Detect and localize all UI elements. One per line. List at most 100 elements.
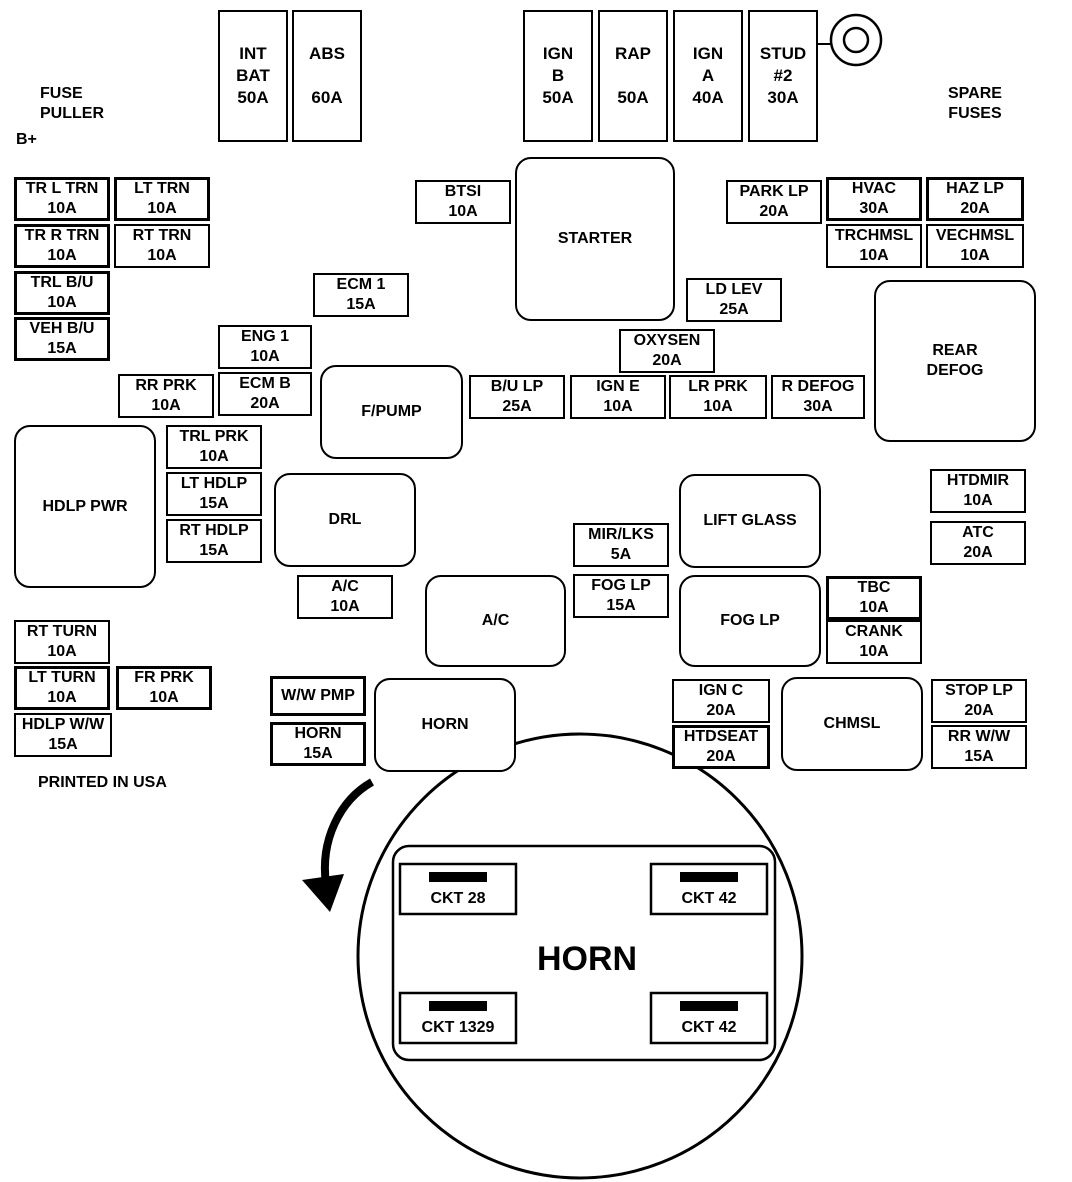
crank-label-1: CRANK xyxy=(845,623,903,640)
ign-e-label-2: 10A xyxy=(603,398,633,415)
fuse-puller-label: FUSE PULLER xyxy=(40,84,104,124)
rt-hdlp-label-1: RT HDLP xyxy=(179,522,249,539)
veh-b-u-label-1: VEH B/U xyxy=(29,320,95,337)
hdlp-w-w-label-1: HDLP W/W xyxy=(21,716,105,733)
stud-2-label-1: STUD xyxy=(759,44,807,63)
ecm-b-label-1: ECM B xyxy=(239,375,291,392)
f-pump-label-1: F/PUMP xyxy=(361,403,422,420)
stud-2-label-3: 30A xyxy=(767,88,799,107)
tr-l-trn-label-1: TR L TRN xyxy=(25,180,99,197)
lt-trn-label-1: LT TRN xyxy=(134,180,190,197)
detail-title: HORN xyxy=(537,940,637,978)
hvac-label-2: 30A xyxy=(859,200,889,217)
rap-label-2 xyxy=(631,65,636,87)
rear-defog-label-1: REAR xyxy=(932,342,978,359)
oxysen-label-1: OXYSEN xyxy=(633,332,701,349)
detail-terminal-blade-1 xyxy=(429,872,487,882)
rt-hdlp-fuse: RT HDLP 15A xyxy=(166,519,262,563)
fr-prk-label-1: FR PRK xyxy=(134,669,194,686)
fog-lp-relay-label-1: FOG LP xyxy=(720,612,780,629)
rear-defog-label-2: DEFOG xyxy=(926,362,984,379)
lift-glass-relay: LIFT GLASS xyxy=(679,474,821,568)
park-lp-label-1: PARK LP xyxy=(739,183,809,200)
hdlp-pwr-label-1: HDLP PWR xyxy=(42,497,128,515)
hdlp-w-w-label-2: 15A xyxy=(48,736,78,753)
spare-fuses-line-1: SPARE xyxy=(948,85,1002,102)
trl-prk-fuse: TRL PRK 10A xyxy=(166,425,262,469)
mir-lks-label-2: 5A xyxy=(610,546,632,563)
int-bat-label-1: INT xyxy=(239,44,267,63)
trl-prk-label-2: 10A xyxy=(199,448,229,465)
trchmsl-label-1: TRCHMSL xyxy=(834,227,914,244)
w-w-pmp-fuse: W/W PMP xyxy=(270,676,366,716)
stud-2-label-2: #2 xyxy=(773,66,793,85)
ign-c-label-2: 20A xyxy=(706,702,736,719)
a-c-fuse-label-2: 10A xyxy=(330,598,360,615)
ld-lev-label-1: LD LEV xyxy=(705,281,763,298)
hvac-fuse: HVAC 30A xyxy=(826,177,922,221)
chmsl-relay: CHMSL xyxy=(781,677,923,771)
lt-trn-label-2: 10A xyxy=(147,200,177,217)
b-plus-label: B+ xyxy=(16,131,37,148)
stud-2-fuse: STUD #2 30A xyxy=(748,10,818,142)
abs-fuse: ABS 60A xyxy=(292,10,362,142)
lt-hdlp-label-1: LT HDLP xyxy=(180,475,248,492)
lt-trn-fuse: LT TRN 10A xyxy=(114,177,210,221)
fog-lp-fuse-label-1: FOG LP xyxy=(591,577,651,594)
ld-lev-label-2: 25A xyxy=(719,301,749,318)
mir-lks-label-1: MIR/LKS xyxy=(588,526,654,543)
ign-a-label-1: IGN xyxy=(692,44,724,63)
ign-b-label-3: 50A xyxy=(542,88,574,107)
oxysen-fuse: OXYSEN 20A xyxy=(619,329,715,373)
lr-prk-label-2: 10A xyxy=(703,398,733,415)
b-u-lp-label-1: B/U LP xyxy=(490,378,544,395)
detail-terminal-label-4: CKT 42 xyxy=(681,1019,736,1036)
tr-r-trn-label-1: TR R TRN xyxy=(24,227,100,244)
a-c-relay-relay: A/C xyxy=(425,575,566,667)
a-c-relay-label-1: A/C xyxy=(481,612,510,629)
rt-turn-label-1: RT TURN xyxy=(26,623,98,640)
lt-hdlp-label-2: 15A xyxy=(199,495,229,512)
htdseat-label-1: HTDSEAT xyxy=(683,728,759,745)
horn-relay-relay: HORN xyxy=(374,678,516,772)
ign-c-label-1: IGN C xyxy=(698,682,744,699)
rr-prk-label-1: RR PRK xyxy=(135,377,197,394)
rr-prk-label-2: 10A xyxy=(151,397,181,414)
horn-relay-label-1: HORN xyxy=(421,716,469,733)
oxysen-label-2: 20A xyxy=(652,352,682,369)
hdlp-w-w-fuse: HDLP W/W 15A xyxy=(14,713,112,757)
ld-lev-fuse: LD LEV 25A xyxy=(686,278,782,322)
trl-prk-label-1: TRL PRK xyxy=(179,428,249,445)
rt-hdlp-label-2: 15A xyxy=(199,542,229,559)
mir-lks-fuse: MIR/LKS 5A xyxy=(573,523,669,567)
trl-b-u-label-2: 10A xyxy=(47,294,77,311)
rr-prk-fuse: RR PRK 10A xyxy=(118,374,214,418)
hdlp-pwr-relay: HDLP PWR xyxy=(14,425,156,588)
rt-trn-label-2: 10A xyxy=(147,247,177,264)
rap-fuse: RAP 50A xyxy=(598,10,668,142)
w-w-pmp-label-1: W/W PMP xyxy=(281,687,355,704)
fuse-puller-line-2: PULLER xyxy=(40,105,104,122)
hvac-label-1: HVAC xyxy=(851,180,897,197)
veh-b-u-label-2: 15A xyxy=(47,340,77,357)
veh-b-u-fuse: VEH B/U 15A xyxy=(14,317,110,361)
detail-terminal-label-1: CKT 28 xyxy=(430,890,485,907)
detail-terminal-blade-4 xyxy=(680,1001,738,1011)
